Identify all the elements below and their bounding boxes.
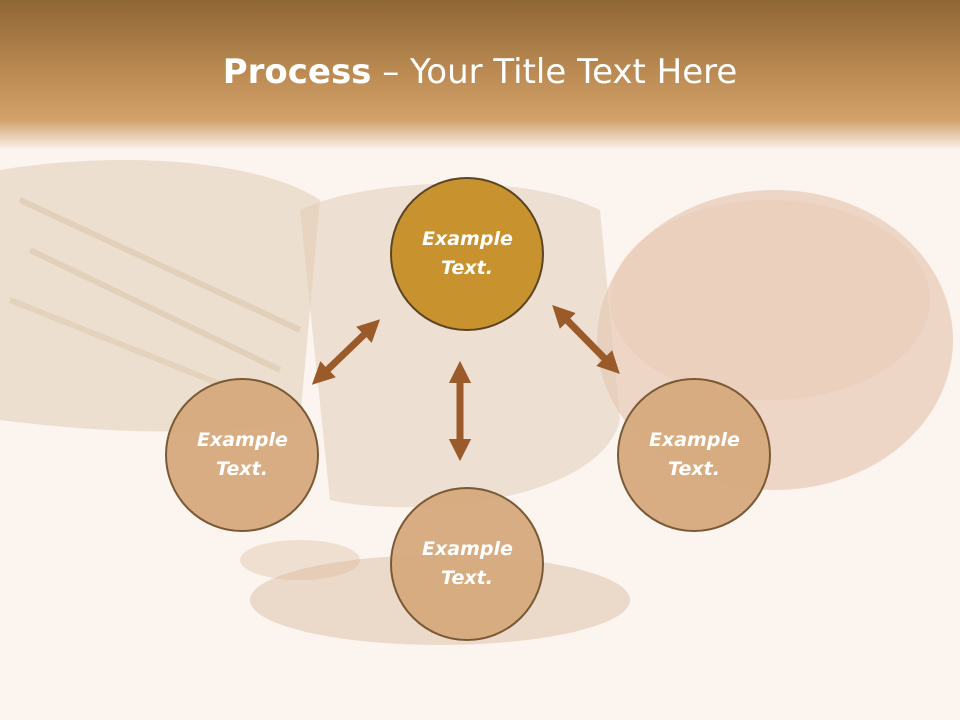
arrow-top-right: [552, 305, 620, 374]
node-bottom-label: Example Text.: [422, 538, 513, 589]
slide-title: Process – Your Title Text Here: [0, 52, 960, 92]
process-node-left[interactable]: Example Text.: [165, 378, 319, 532]
title-rest: – Your Title Text Here: [371, 52, 738, 92]
title-bold: Process: [222, 52, 372, 92]
header-band: [0, 0, 960, 150]
node-right-label: Example Text.: [649, 429, 740, 480]
process-node-bottom[interactable]: Example Text.: [390, 487, 544, 641]
node-top-label: Example Text.: [422, 228, 513, 279]
arrow-top-left: [311, 319, 381, 385]
node-left-label: Example Text.: [197, 429, 288, 480]
process-node-top[interactable]: Example Text.: [390, 177, 544, 331]
process-node-right[interactable]: Example Text.: [617, 378, 771, 532]
